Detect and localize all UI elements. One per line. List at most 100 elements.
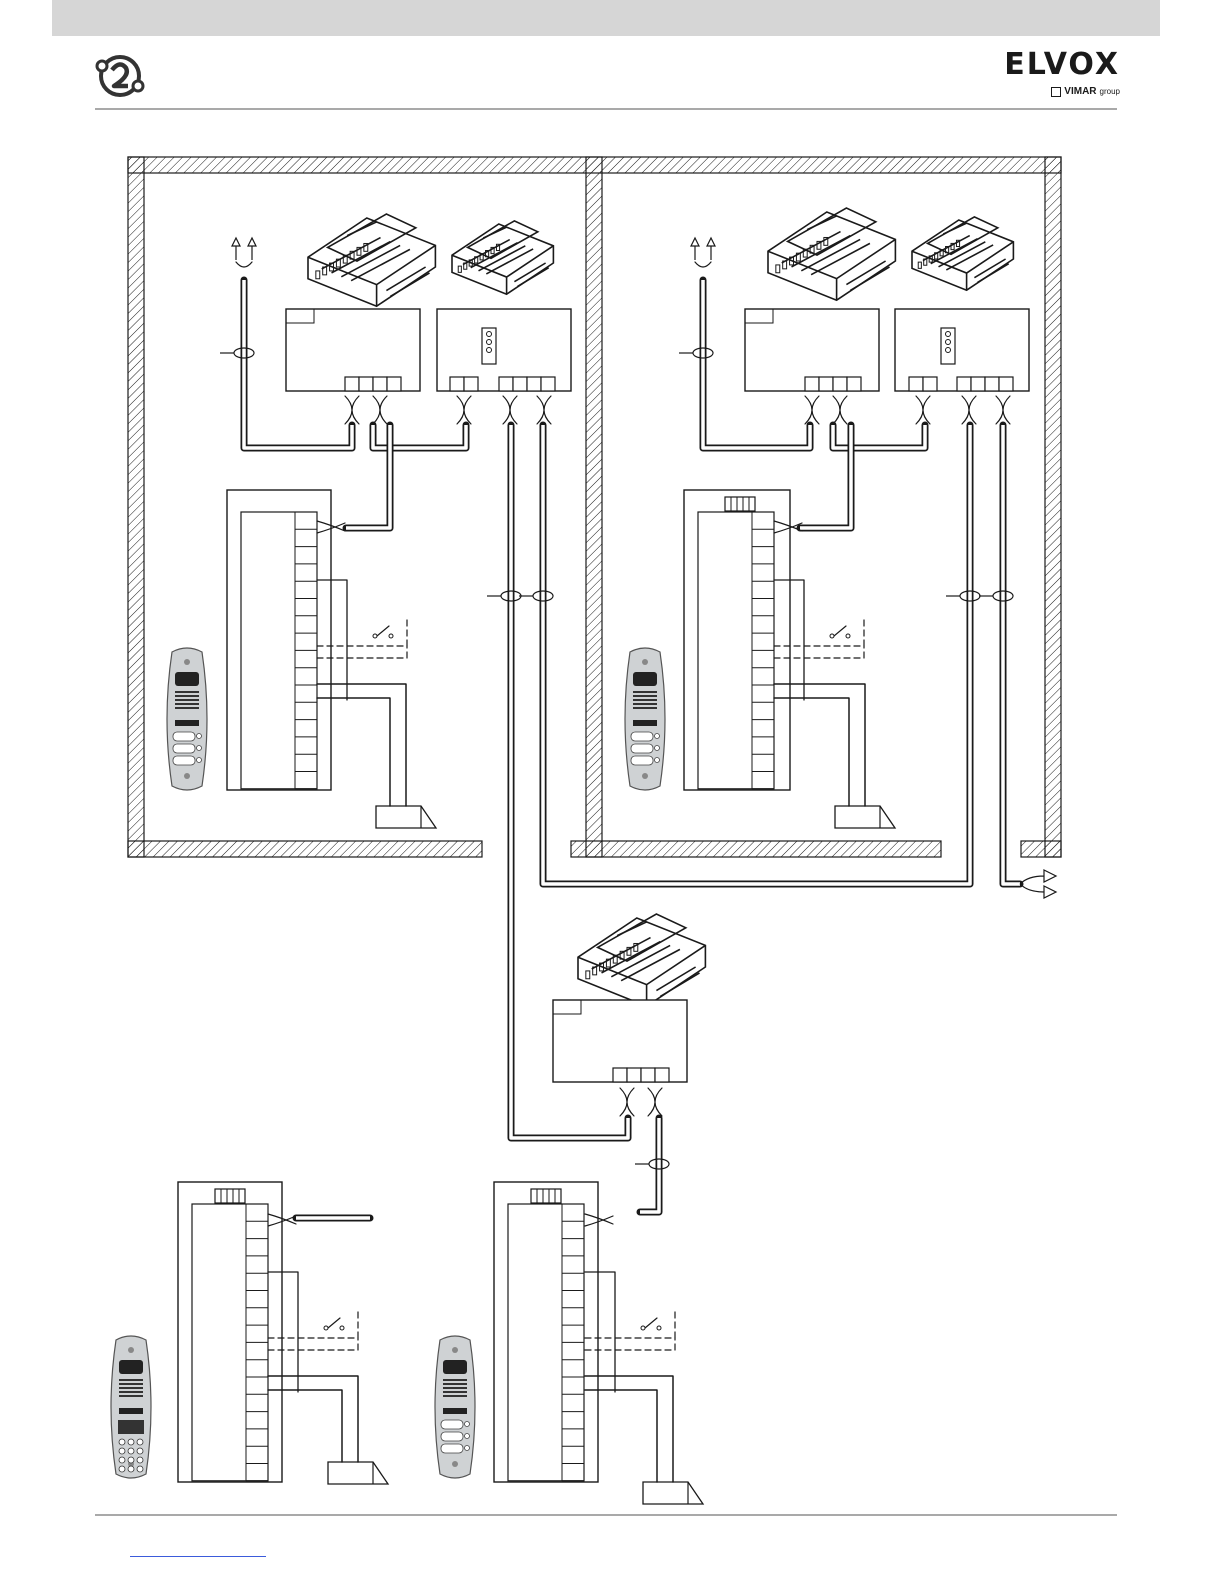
keypad-key [128, 1439, 134, 1445]
bus-cable [833, 425, 925, 448]
electric-lock [328, 1462, 388, 1484]
led-icon [655, 746, 660, 751]
board-outline [494, 1182, 598, 1482]
twist [537, 396, 551, 424]
box-terminal [613, 1068, 627, 1082]
keypad-key [119, 1439, 125, 1445]
module-line [768, 212, 895, 300]
antenna-arrow-icon [232, 238, 240, 260]
footer-rule [95, 1514, 1117, 1516]
camera-icon [119, 1360, 143, 1374]
camera-icon [633, 672, 657, 686]
board-connector [215, 1189, 245, 1203]
distributor-module [452, 221, 553, 294]
panel-screw [642, 773, 648, 779]
box-terminal [359, 377, 373, 391]
led-icon [465, 1446, 470, 1451]
box-terminal [513, 377, 527, 391]
panel-body [167, 648, 207, 790]
panel-body [625, 648, 665, 790]
keypad-key [119, 1457, 125, 1463]
call-button [441, 1444, 463, 1453]
door-switch [657, 1326, 661, 1330]
box-terminal [527, 377, 541, 391]
power-supply-box [745, 309, 879, 391]
wall-middle [586, 157, 602, 857]
door-panel-keypad [111, 1336, 151, 1478]
board-outline [178, 1182, 282, 1482]
call-button [441, 1432, 463, 1441]
keypad-key [128, 1466, 134, 1472]
terminal-board-right [684, 490, 790, 790]
distributor-module [912, 217, 1013, 290]
box-terminal [833, 377, 847, 391]
camera-icon [175, 672, 199, 686]
keypad-key [119, 1466, 125, 1472]
module-line [452, 224, 553, 294]
electric-lock [643, 1482, 703, 1504]
power-supply-module [578, 914, 705, 1006]
electric-lock-bottom-left [328, 1462, 388, 1484]
electric-lock-left [376, 806, 436, 828]
distributor-box [895, 309, 1029, 391]
twist [648, 1088, 662, 1116]
twist [833, 396, 847, 424]
box-terminal [641, 1068, 655, 1082]
board-connector [531, 1189, 561, 1203]
box-terminal [345, 377, 359, 391]
panel-screw [128, 1347, 134, 1353]
twist [503, 396, 517, 424]
box-terminal [847, 377, 861, 391]
antenna-arrow-icon [707, 238, 715, 260]
led-icon [655, 758, 660, 763]
box-terminal [541, 377, 555, 391]
keypad-key [137, 1466, 143, 1472]
call-button [173, 732, 195, 741]
door-switch-lever [377, 626, 389, 636]
box-terminal [985, 377, 999, 391]
led-icon [197, 758, 202, 763]
wall-bottom-right [1021, 841, 1061, 857]
box-terminal [909, 377, 923, 391]
wall-bottom-left [128, 841, 482, 857]
panel-screw [452, 1347, 458, 1353]
box-terminal [923, 377, 937, 391]
keypad-key [137, 1439, 143, 1445]
electric-lock [376, 806, 436, 828]
box-terminal [957, 377, 971, 391]
wall-left [128, 157, 144, 857]
electric-lock-bottom-right [643, 1482, 703, 1504]
box-terminal [971, 377, 985, 391]
power-supply-module [768, 208, 895, 300]
box-terminal [387, 377, 401, 391]
antenna-arrow-icon [691, 238, 699, 260]
wall-right [1045, 157, 1061, 857]
led-icon [197, 746, 202, 751]
led-icon [465, 1422, 470, 1427]
keypad-key [137, 1448, 143, 1454]
terminal-board-bottom-left [178, 1182, 282, 1482]
box-terminal [805, 377, 819, 391]
box-terminal [999, 377, 1013, 391]
door-switch-lever [328, 1318, 340, 1328]
door-panel-left [167, 648, 207, 790]
camera-icon [443, 1360, 467, 1374]
twist [996, 396, 1010, 424]
panel-screw [452, 1461, 458, 1467]
twist [236, 262, 252, 267]
terminal-board-left [227, 490, 331, 790]
antenna-arrow-icon [248, 238, 256, 260]
door-switch [340, 1326, 344, 1330]
panel-screw [184, 773, 190, 779]
twist [916, 396, 930, 424]
call-button [441, 1420, 463, 1429]
power-supply-module [308, 214, 435, 306]
distributor-box [437, 309, 571, 391]
box-terminal [499, 377, 513, 391]
twist [457, 396, 471, 424]
twist [620, 1088, 634, 1116]
door-switch-lever [645, 1318, 657, 1328]
name-label [633, 720, 657, 726]
panel-screw [642, 659, 648, 665]
